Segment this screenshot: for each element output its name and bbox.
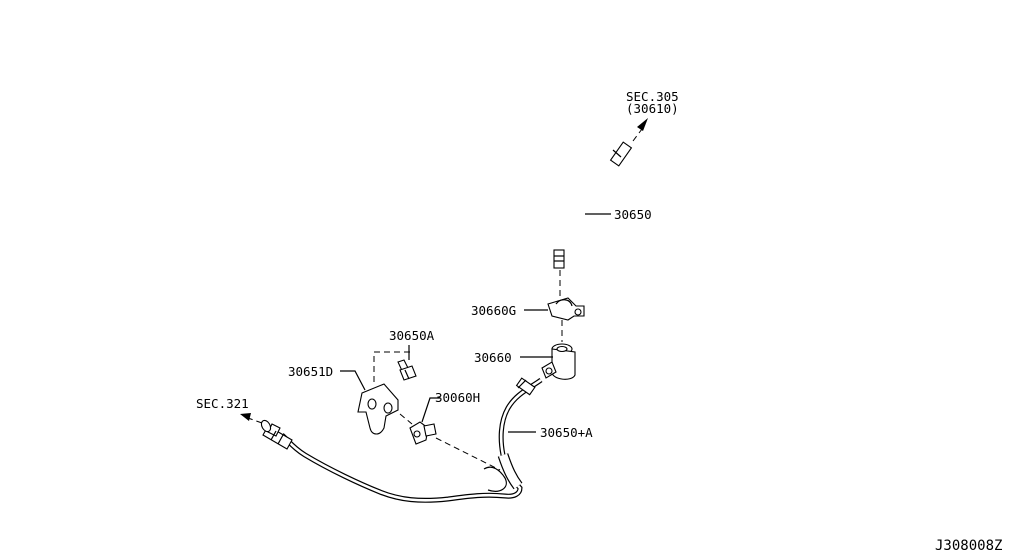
clip-30660g[interactable] (547, 297, 585, 321)
hose-end-fitting (260, 419, 293, 450)
bolt-30650a[interactable] (397, 359, 417, 381)
label-30650-a: 30650+A (540, 425, 593, 440)
hose-30650[interactable] (553, 141, 633, 269)
assembly-dashes (373, 351, 501, 471)
label-30651d: 30651D (288, 364, 333, 379)
arrow-sec-305 (632, 118, 648, 142)
label-30650: 30650 (614, 207, 652, 222)
leader-lines (340, 213, 611, 433)
arrow-sec-321 (240, 413, 263, 424)
label-sec-321: SEC.321 (196, 396, 249, 411)
label-30650a: 30650A (389, 328, 435, 343)
bracket-30651d[interactable] (357, 383, 399, 435)
label-sec-305-ref: (30610) (626, 101, 679, 116)
label-30660g: 30660G (471, 303, 516, 318)
label-sec-305: SEC.305 (626, 89, 679, 104)
connector-30660[interactable] (541, 343, 576, 380)
label-30060h: 30060H (435, 390, 480, 405)
drawing-code: J308008Z (935, 538, 1002, 554)
hose-30650-a[interactable] (280, 377, 543, 503)
clip-30060h[interactable] (409, 421, 437, 445)
label-30660: 30660 (474, 350, 512, 365)
